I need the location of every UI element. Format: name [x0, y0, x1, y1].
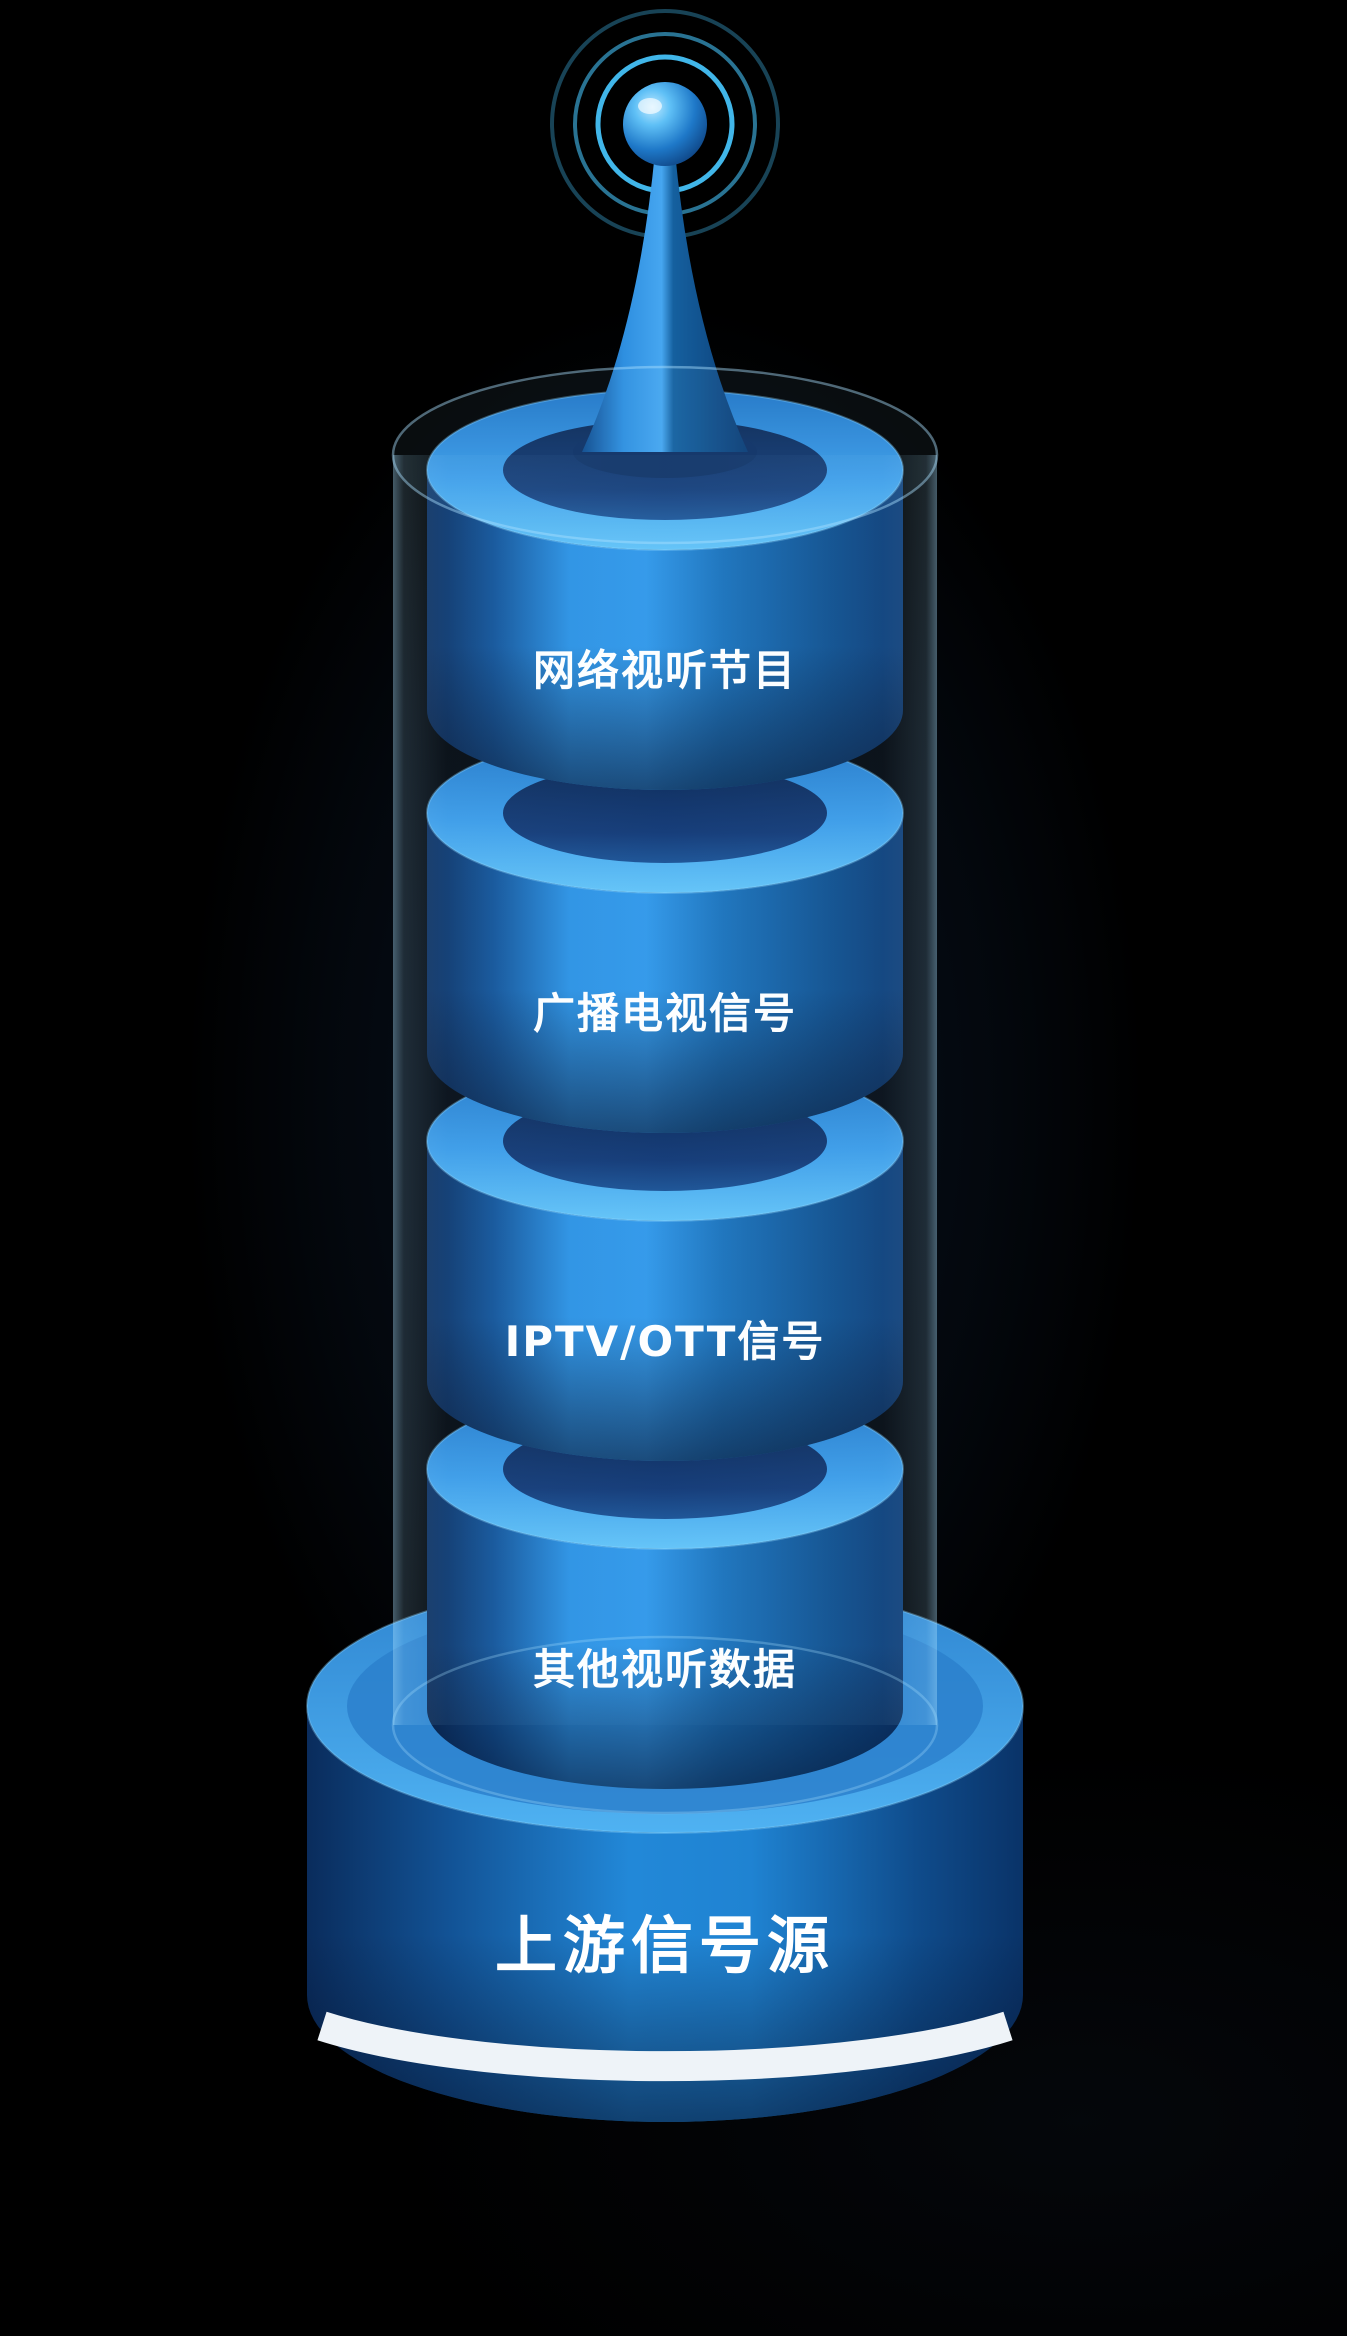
- antenna-ball: [623, 82, 707, 166]
- base-stripe: [317, 2011, 1013, 2082]
- glow-tube-wall: [393, 455, 937, 1725]
- glow-tube-bottom-ring: [391, 1635, 939, 1815]
- glow-tube-top-ring: [391, 365, 939, 545]
- antenna-mast-cone: [582, 152, 748, 452]
- base-label: 上游信号源: [495, 1909, 835, 1982]
- glow-tube: [391, 365, 939, 1815]
- base-body-shade: [307, 1706, 1023, 2122]
- antenna-ball-highlight: [638, 98, 662, 114]
